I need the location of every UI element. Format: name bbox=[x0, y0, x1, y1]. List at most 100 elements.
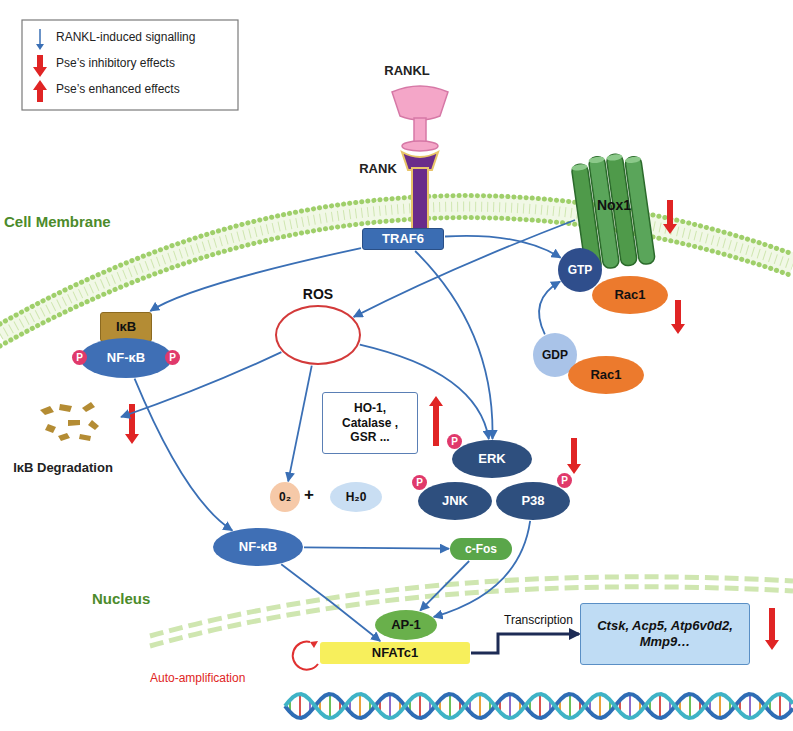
dna-rung bbox=[299, 694, 301, 718]
dna-rung bbox=[359, 694, 361, 718]
dna-strand bbox=[285, 694, 793, 718]
gene-promoter-box: NFATc1 bbox=[320, 642, 470, 664]
rankl-ligand bbox=[392, 86, 448, 120]
dna-rung bbox=[689, 694, 691, 718]
kinase-ellipse: P38 bbox=[496, 482, 570, 520]
legend-entry: Pse’s enhanced effects bbox=[56, 82, 180, 96]
signal-arrow bbox=[135, 379, 233, 531]
transcription-arrow bbox=[471, 634, 579, 653]
node-text: P38 bbox=[521, 493, 544, 509]
red-effect-arrows bbox=[125, 200, 779, 663]
transcription-factor: NF-κB bbox=[213, 528, 303, 566]
product-ellipse: H₂0 bbox=[330, 482, 382, 512]
dna-rung bbox=[779, 694, 781, 718]
node-text: H₂0 bbox=[346, 490, 367, 504]
phospho-marker: P bbox=[165, 350, 180, 365]
inhibit-arrow bbox=[125, 404, 139, 444]
node-text: AP-1 bbox=[391, 617, 421, 633]
signal-arrow bbox=[434, 521, 530, 617]
legend-text: Pse’s inhibitory effects bbox=[56, 56, 175, 70]
node-text: Nox1 bbox=[597, 197, 631, 214]
signal-arrow bbox=[415, 251, 492, 439]
region-label: Cell Membrane bbox=[4, 213, 111, 230]
node-text: RANK bbox=[359, 161, 397, 177]
enhance-arrow bbox=[429, 396, 443, 446]
ikb-fragments bbox=[88, 420, 99, 430]
node-text: GTP bbox=[568, 263, 593, 277]
phospho-marker: P bbox=[412, 475, 427, 490]
ikb-fragments bbox=[59, 404, 72, 412]
dna-rung bbox=[449, 694, 451, 718]
enzyme-box: HO-1, Catalase , GSR ... bbox=[322, 392, 418, 454]
node-text: Rac1 bbox=[614, 287, 645, 303]
ikb-fragments bbox=[79, 434, 91, 441]
ikb-fragments bbox=[40, 402, 99, 441]
ros-circle: ROS bbox=[275, 305, 361, 365]
protein-pill: c-Fos bbox=[450, 538, 512, 560]
auto-amplification-loop bbox=[293, 642, 318, 670]
node-text: Rac1 bbox=[590, 367, 621, 383]
rankl-ligand bbox=[392, 86, 448, 151]
node-text: ERK bbox=[478, 451, 505, 467]
target-genes-box: Ctsk, Acp5, Atp6v0d2, Mmp9… bbox=[580, 603, 750, 665]
dna-rung bbox=[629, 694, 631, 718]
phospho-marker: P bbox=[72, 350, 87, 365]
nox1-channel bbox=[606, 153, 623, 161]
inhibit-arrow bbox=[765, 608, 779, 650]
transcription-factor: NF-κB bbox=[80, 338, 172, 378]
kinase-ellipse: ERK bbox=[452, 440, 532, 478]
node-text: HO-1, Catalase , GSR ... bbox=[329, 401, 411, 444]
dna-rung bbox=[599, 694, 601, 718]
region-label: Nucleus bbox=[92, 590, 150, 607]
rank-receptor bbox=[402, 152, 438, 230]
cell-membrane bbox=[0, 196, 793, 324]
auto-amplification-loop bbox=[293, 641, 318, 670]
legend-text: RANKL-induced signalling bbox=[56, 30, 195, 44]
product-circle: 0₂ bbox=[270, 482, 300, 512]
receptor-label: RANK bbox=[350, 160, 406, 178]
signal-arrow bbox=[445, 236, 561, 258]
node-text: 0₂ bbox=[279, 490, 291, 504]
legend-text: Pse’s enhanced effects bbox=[56, 82, 180, 96]
node-text: TRAF6 bbox=[382, 231, 424, 247]
signal-arrow bbox=[304, 547, 449, 548]
node-text: JNK bbox=[442, 493, 468, 509]
rac1-ellipse: Rac1 bbox=[592, 276, 668, 314]
ikb-fragments bbox=[82, 402, 95, 412]
rac1-ellipse: Rac1 bbox=[568, 356, 644, 394]
node-text: c-Fos bbox=[465, 542, 497, 556]
kinase-ellipse: JNK bbox=[418, 482, 492, 520]
phospho-marker: P bbox=[447, 434, 462, 449]
phospho-marker: P bbox=[557, 473, 572, 488]
dna-rung bbox=[719, 694, 721, 718]
node-text: NFATc1 bbox=[372, 645, 418, 661]
plus-sign: + bbox=[304, 485, 314, 505]
signal-arrow bbox=[281, 564, 380, 641]
dna-rung bbox=[389, 694, 391, 718]
nox1-channel bbox=[571, 163, 588, 171]
dna-helix bbox=[285, 694, 793, 718]
dna-strand bbox=[285, 694, 793, 718]
node-text: GDP bbox=[542, 348, 568, 362]
legend-entry: Pse’s inhibitory effects bbox=[56, 56, 175, 70]
legend-sample-head bbox=[36, 44, 44, 50]
complex-ellipse: AP-1 bbox=[375, 610, 437, 640]
rankl-ligand bbox=[402, 141, 438, 151]
ikb-fragments bbox=[68, 420, 80, 426]
dna-rung bbox=[539, 694, 541, 718]
signal-arrow bbox=[420, 561, 469, 611]
rankl-ligand bbox=[414, 118, 426, 144]
node-text: NF-κB bbox=[239, 539, 277, 555]
inhibit-arrow bbox=[567, 438, 581, 474]
ikb-fragments bbox=[45, 424, 56, 433]
dna-rung bbox=[569, 694, 571, 718]
dna-rung bbox=[659, 694, 661, 718]
nox1-channel bbox=[625, 156, 642, 164]
inhibit-arrow bbox=[671, 300, 685, 334]
rank-receptor bbox=[412, 168, 428, 230]
legend-sample-line bbox=[39, 29, 41, 45]
ikb-fragments bbox=[40, 406, 54, 415]
legend-sample-enhance bbox=[33, 80, 47, 102]
node-text: ROS bbox=[257, 286, 379, 303]
